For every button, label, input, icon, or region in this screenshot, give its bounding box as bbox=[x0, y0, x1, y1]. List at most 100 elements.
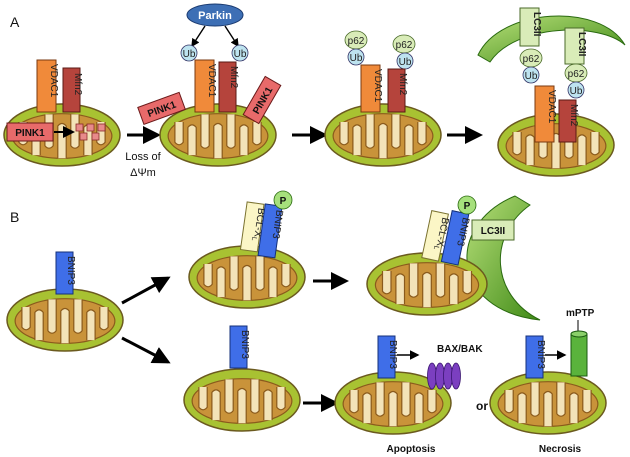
crista bbox=[577, 134, 587, 166]
crista bbox=[86, 309, 96, 341]
loss-label: Loss of bbox=[125, 151, 161, 163]
crista bbox=[362, 392, 372, 424]
vdac1-a4: VDAC1 bbox=[534, 85, 557, 143]
crista bbox=[517, 392, 527, 424]
crista bbox=[388, 390, 398, 427]
crista bbox=[404, 124, 414, 156]
ub-a3-right: Ub bbox=[396, 52, 414, 70]
mitochondrion-a4 bbox=[497, 113, 615, 177]
crista bbox=[226, 114, 236, 149]
crista bbox=[34, 309, 44, 341]
p62-a4-left: p62 bbox=[519, 48, 543, 68]
mitochondrion-b4 bbox=[183, 368, 301, 432]
crista bbox=[408, 263, 419, 298]
p62-a3-left: p62 bbox=[344, 30, 368, 50]
crista bbox=[339, 122, 349, 146]
crista bbox=[263, 389, 273, 421]
crista bbox=[224, 379, 234, 414]
pink1-a1: PINK1 bbox=[6, 122, 54, 142]
svg-text:Ub: Ub bbox=[183, 49, 196, 60]
phospho-b2: P bbox=[273, 190, 293, 210]
baxbak-pore bbox=[427, 362, 461, 390]
bnip3-b5: BNIP3 bbox=[377, 335, 398, 379]
svg-text:VDAC1: VDAC1 bbox=[546, 90, 557, 124]
svg-text:LC3II: LC3II bbox=[531, 12, 542, 37]
crista bbox=[255, 256, 265, 291]
vdac1-a3: VDAC1 bbox=[360, 64, 383, 113]
svg-text:VDAC1: VDAC1 bbox=[206, 64, 217, 98]
pink1-a2-left: PINK1 bbox=[137, 91, 186, 125]
svg-text:p62: p62 bbox=[396, 40, 413, 51]
svg-text:BNIP3: BNIP3 bbox=[535, 340, 546, 369]
svg-text:Parkin: Parkin bbox=[198, 10, 232, 22]
crista bbox=[200, 114, 210, 149]
crista bbox=[349, 390, 359, 414]
crista bbox=[569, 392, 579, 424]
svg-text:p62: p62 bbox=[523, 54, 540, 65]
crista bbox=[530, 382, 540, 417]
bclxl-b2: BCL-XL bbox=[239, 201, 266, 253]
svg-text:P: P bbox=[280, 196, 287, 207]
svg-text:BNIP3: BNIP3 bbox=[65, 256, 76, 285]
crista bbox=[448, 273, 459, 305]
arrow-b-down bbox=[121, 336, 171, 364]
crista bbox=[174, 122, 184, 146]
mitochondrion-necrosis bbox=[489, 371, 607, 435]
crista bbox=[203, 264, 213, 288]
svg-text:LC3II: LC3II bbox=[481, 226, 506, 237]
mfn2-a4: Mfn2 bbox=[558, 99, 579, 143]
lc3ii-a4-left: LC3II bbox=[519, 7, 542, 47]
crista bbox=[543, 390, 553, 427]
crista bbox=[462, 271, 473, 295]
svg-text:Ub: Ub bbox=[350, 53, 363, 64]
svg-text:P: P bbox=[464, 201, 471, 212]
crista bbox=[352, 124, 362, 156]
bnip3-b4: BNIP3 bbox=[229, 325, 250, 369]
ub-a4-left: Ub bbox=[522, 66, 540, 84]
bnip3-b1: BNIP3 bbox=[55, 251, 76, 295]
crista bbox=[268, 266, 278, 298]
bnip3-b2: BNIP3 bbox=[257, 203, 285, 259]
mitochondrion-b2 bbox=[188, 245, 306, 309]
svg-text:Mfn2: Mfn2 bbox=[568, 104, 579, 127]
crista bbox=[242, 264, 252, 301]
or-label: or bbox=[476, 399, 488, 413]
crista bbox=[391, 114, 401, 149]
svg-text:Ub: Ub bbox=[399, 57, 412, 68]
ub-a2-left: Ub bbox=[180, 44, 198, 62]
svg-text:Mfn2: Mfn2 bbox=[72, 73, 83, 96]
svg-text:Mfn2: Mfn2 bbox=[228, 66, 239, 89]
phospho-b3: P bbox=[457, 195, 477, 215]
crista bbox=[378, 122, 388, 159]
crista bbox=[213, 122, 223, 159]
crista bbox=[417, 122, 427, 146]
ub-a2-right: Ub bbox=[231, 44, 249, 62]
lc3ii-a4-right: LC3II bbox=[564, 27, 587, 65]
crista bbox=[401, 382, 411, 417]
crista bbox=[427, 390, 437, 414]
svg-text:BNIP3: BNIP3 bbox=[387, 340, 398, 369]
mitochondrion-a2 bbox=[159, 103, 277, 167]
svg-text:BNIP3: BNIP3 bbox=[239, 330, 250, 359]
crista bbox=[422, 271, 432, 308]
svg-text:PINK1: PINK1 bbox=[15, 128, 45, 139]
crista bbox=[60, 307, 70, 344]
p62-a4-right: p62 bbox=[564, 63, 588, 83]
mitochondrion-apoptosis bbox=[334, 371, 452, 435]
crista bbox=[381, 271, 392, 295]
crista bbox=[252, 122, 262, 146]
panel-a-label: A bbox=[10, 14, 20, 30]
phagophore-a4 bbox=[477, 15, 626, 63]
svg-text:LC3II: LC3II bbox=[576, 32, 587, 57]
svg-text:p62: p62 bbox=[348, 36, 365, 47]
mitochondrion-b3 bbox=[366, 252, 488, 316]
bnip3-b3: BNIP3 bbox=[440, 210, 471, 266]
vdac1-a2: VDAC1 bbox=[194, 59, 217, 113]
crista bbox=[504, 390, 514, 414]
arrow-b-up bbox=[121, 276, 171, 305]
delta-psi-label: ΔΨm bbox=[130, 167, 156, 179]
svg-text:VDAC1: VDAC1 bbox=[48, 64, 59, 98]
crista bbox=[512, 132, 522, 156]
mitochondrion-b1 bbox=[6, 288, 124, 352]
